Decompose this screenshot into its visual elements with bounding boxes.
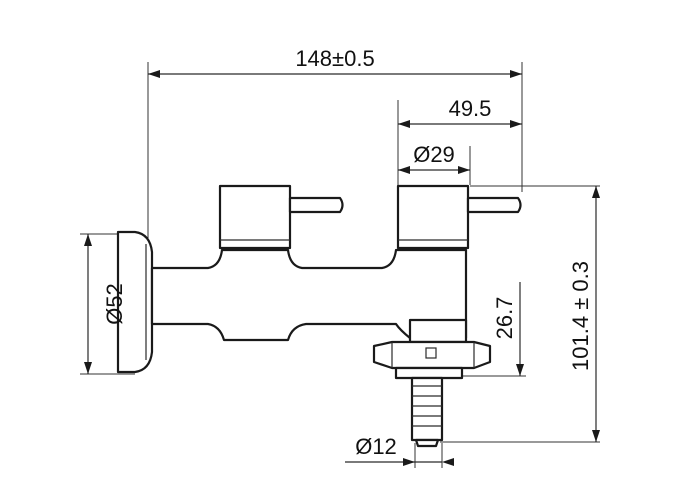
handle-diameter-label: Ø29 bbox=[413, 142, 455, 167]
outlet-stem bbox=[408, 318, 468, 344]
nut-lower-ring bbox=[394, 366, 464, 380]
outlet-height-label: 26.7 bbox=[492, 297, 517, 340]
arrowheads bbox=[84, 70, 600, 466]
overall-width-label: 148±0.5 bbox=[295, 46, 374, 71]
mixer-valve bbox=[116, 184, 522, 448]
left-handle-cap bbox=[218, 184, 292, 250]
hex-nut bbox=[372, 340, 492, 370]
total-height-label: 101.4 ± 0.3 bbox=[568, 261, 593, 371]
flange-diameter-label: Ø52 bbox=[102, 283, 127, 325]
hose-diameter-label: Ø12 bbox=[355, 434, 397, 459]
outlet-offset-label: 49.5 bbox=[449, 96, 492, 121]
right-handle-cap bbox=[396, 184, 470, 250]
wall-flange bbox=[116, 230, 154, 374]
hose-connector bbox=[410, 376, 444, 442]
right-handle-lever bbox=[466, 196, 522, 214]
extension-lines bbox=[80, 62, 600, 468]
left-handle-lever bbox=[288, 196, 344, 214]
